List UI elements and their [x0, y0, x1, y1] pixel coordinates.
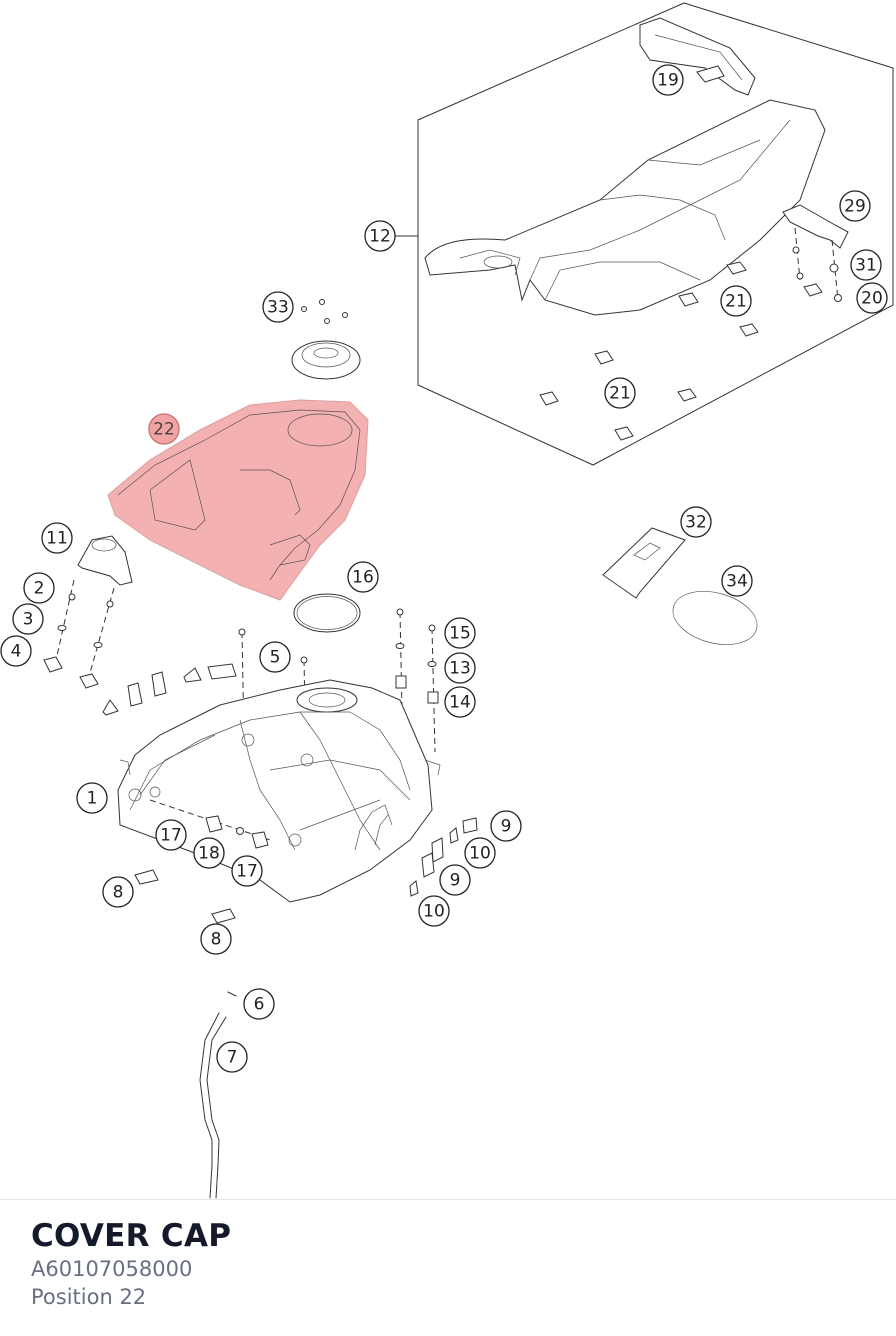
callout-label: 4 [11, 642, 22, 662]
fuel-tank-part [117, 679, 441, 903]
callout-label: 2 [34, 579, 45, 599]
callout-label: 13 [449, 659, 471, 679]
seat-part [424, 99, 826, 316]
callout-9[interactable]: 9 [490, 810, 522, 842]
callout-label: 9 [501, 817, 512, 837]
callout-label: 9 [450, 871, 461, 891]
callout-label: 29 [844, 197, 866, 217]
callout-2[interactable]: 2 [23, 572, 55, 604]
callout-label: 31 [855, 256, 877, 276]
callout-18[interactable]: 18 [193, 837, 225, 869]
side-pads-part [134, 869, 236, 924]
callout-32[interactable]: 32 [680, 506, 712, 538]
callout-label: 21 [609, 384, 631, 404]
callout-8[interactable]: 8 [200, 923, 232, 955]
callout-19[interactable]: 19 [652, 64, 684, 96]
callout-label: 34 [726, 572, 748, 592]
callout-label: 6 [254, 995, 265, 1015]
callout-22[interactable]: 22 [148, 413, 180, 445]
callout-label: 18 [198, 844, 220, 864]
oval-sticker-part [672, 591, 758, 645]
tool-pouch-part [602, 527, 686, 599]
callout-label: 17 [236, 862, 258, 882]
callout-21[interactable]: 21 [720, 285, 752, 317]
breather-hose-part [199, 991, 237, 1199]
callout-8[interactable]: 8 [102, 876, 134, 908]
callout-5[interactable]: 5 [259, 641, 291, 673]
callout-34[interactable]: 34 [721, 565, 753, 597]
seat-clips [539, 261, 823, 441]
callout-label: 12 [369, 227, 391, 247]
rubber-mounts-part [149, 799, 271, 849]
callout-17[interactable]: 17 [231, 855, 263, 887]
part-position: Position 22 [31, 1285, 147, 1309]
callout-17[interactable]: 17 [155, 819, 187, 851]
callout-label: 15 [449, 624, 471, 644]
grab-handle-part [639, 17, 756, 96]
callout-label: 17 [160, 826, 182, 846]
fuel-cap-part [291, 299, 361, 380]
callout-1[interactable]: 1 [76, 782, 108, 814]
part-info-footer: COVER CAP A60107058000 Position 22 [0, 1199, 896, 1336]
callout-33[interactable]: 33 [262, 291, 294, 323]
gasket-ring-part [293, 593, 361, 633]
part-title: COVER CAP [31, 1218, 232, 1254]
callout-13[interactable]: 13 [444, 652, 476, 684]
callout-3[interactable]: 3 [12, 603, 44, 635]
callout-9[interactable]: 9 [439, 864, 471, 896]
callout-31[interactable]: 31 [850, 249, 882, 281]
callout-12[interactable]: 12 [364, 220, 396, 252]
tank-bolts-right [395, 608, 439, 753]
callout-label: 3 [23, 610, 34, 630]
callout-label: 7 [227, 1048, 238, 1068]
callout-label: 10 [469, 844, 491, 864]
callout-label: 8 [211, 930, 222, 950]
callout-label: 8 [113, 883, 124, 903]
tank-stickers-part [409, 817, 478, 897]
callout-label: 5 [270, 648, 281, 668]
callout-label: 22 [153, 420, 175, 440]
callout-14[interactable]: 14 [444, 686, 476, 718]
callout-label: 33 [267, 298, 289, 318]
seat-group-outline [394, 2, 894, 466]
callout-label: 19 [657, 71, 679, 91]
callout-label: 1 [87, 789, 98, 809]
callout-11[interactable]: 11 [41, 522, 73, 554]
callout-20[interactable]: 20 [856, 282, 888, 314]
exploded-parts-diagram: 1912293120212133221123416515131432341171… [0, 2, 894, 1199]
callout-label: 14 [449, 693, 471, 713]
callout-15[interactable]: 15 [444, 617, 476, 649]
callout-10[interactable]: 10 [464, 837, 496, 869]
seat-bracket-part [782, 204, 849, 302]
callout-7[interactable]: 7 [216, 1041, 248, 1073]
small-cover-part [43, 535, 133, 689]
callout-4[interactable]: 4 [0, 635, 32, 667]
callout-label: 32 [685, 513, 707, 533]
cover-cap-part-highlighted[interactable] [107, 399, 369, 601]
callout-21[interactable]: 21 [604, 377, 636, 409]
callout-10[interactable]: 10 [418, 895, 450, 927]
callout-label: 21 [725, 292, 747, 312]
callout-29[interactable]: 29 [839, 190, 871, 222]
callout-label: 20 [861, 289, 883, 309]
callouts: 1912293120212133221123416515131432341171… [0, 64, 888, 1073]
callout-label: 10 [423, 902, 445, 922]
callout-label: 11 [46, 529, 68, 549]
part-number: A60107058000 [31, 1257, 193, 1281]
callout-label: 16 [352, 568, 374, 588]
callout-6[interactable]: 6 [243, 988, 275, 1020]
callout-16[interactable]: 16 [347, 561, 379, 593]
